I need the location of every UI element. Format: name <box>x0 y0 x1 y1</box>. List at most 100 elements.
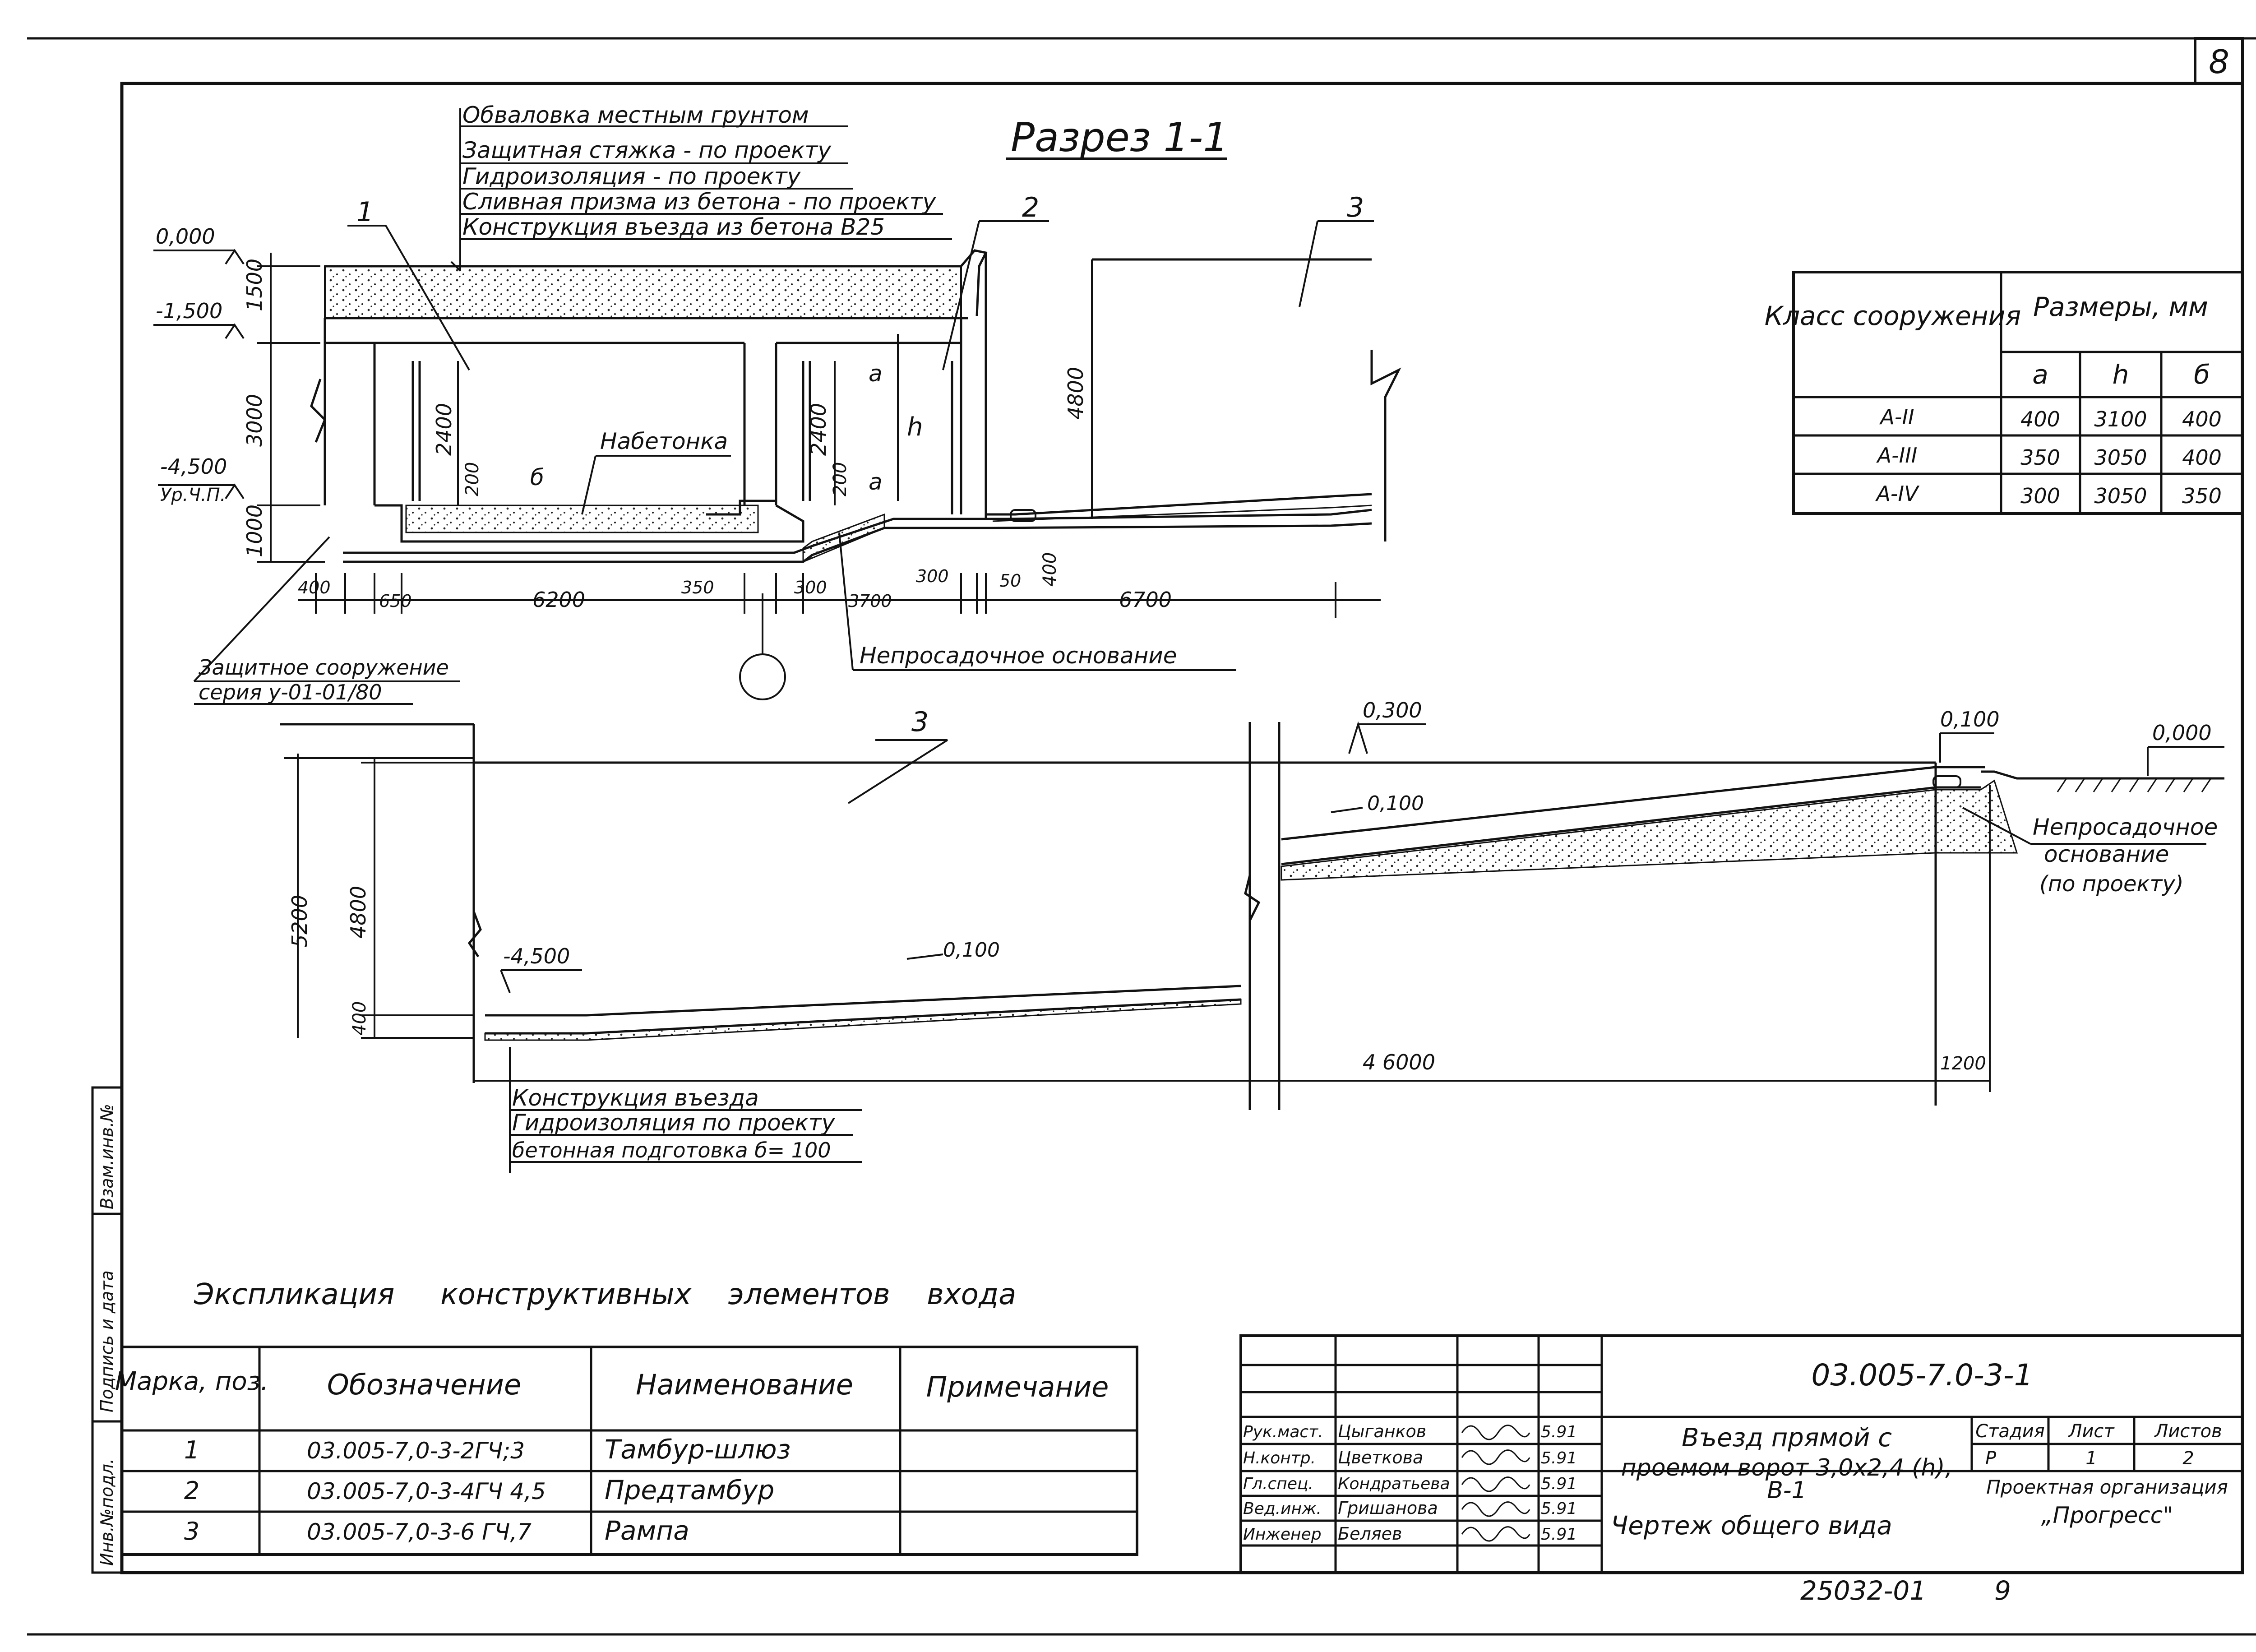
pos-2: 2 <box>1022 192 1039 223</box>
signer1-date: 5.91 <box>1541 1423 1577 1441</box>
expl-row2-code: 03.005-7,0-3-4ГЧ 4,5 <box>307 1478 546 1504</box>
ramp-section <box>280 722 2224 1110</box>
signer3-role: Гл.спец. <box>1243 1475 1313 1493</box>
callout-bottom-3: бетонная подготовка б= 100 <box>512 1138 831 1162</box>
sheets-value: 2 <box>2182 1448 2194 1469</box>
callout-top-5: Конструкция въезда из бетона В25 <box>462 214 885 240</box>
elev-ramp-minus450: -4,500 <box>503 944 570 968</box>
dim-1500: 1500 <box>242 259 267 311</box>
page-number-box <box>2194 37 2244 85</box>
expl-row3-name: Рампа <box>605 1515 689 1546</box>
table-sub-b: б <box>2194 359 2210 390</box>
signer5-name: Беляев <box>1338 1524 1402 1544</box>
callout-leaders <box>193 108 1374 705</box>
label-a1: а <box>869 361 883 387</box>
sheet-value: 1 <box>2085 1448 2097 1469</box>
signer1-name: Цыганков <box>1338 1421 1426 1441</box>
label-base-2c: (по проекту) <box>2039 871 2184 897</box>
explication-table-grid <box>120 1346 1138 1556</box>
stamp-page: 9 <box>1994 1575 2011 1606</box>
table-row3-b: 350 <box>2182 484 2222 508</box>
dim-650: 650 <box>379 591 412 611</box>
table-row2-a: 350 <box>2020 445 2060 470</box>
level-ref: Ур.Ч.П. <box>160 485 226 505</box>
dim-4800a: 4800 <box>1063 367 1088 420</box>
callout-top-2: Защитная стяжка - по проекту <box>462 137 832 163</box>
doc-code: 03.005-7.0-3-1 <box>1811 1358 2033 1393</box>
expl-row1-code: 03.005-7,0-3-2ГЧ;3 <box>307 1438 525 1464</box>
table-row2-class: А-III <box>1876 443 1918 467</box>
explication-title: Экспликация конструктивных элементов вхо… <box>194 1278 1016 1311</box>
dim-400c: 400 <box>349 1001 370 1036</box>
pos-1: 1 <box>356 196 374 228</box>
dim-300b: 300 <box>916 566 949 586</box>
elev-ramp-0: 0,000 <box>2152 721 2212 745</box>
ramp-dimensions <box>284 721 2224 1173</box>
section-title: Разрез 1-1 <box>1011 114 1228 161</box>
dim-2400b: 2400 <box>806 403 831 456</box>
signer2-role: Н.контр. <box>1243 1449 1316 1467</box>
signer1-role: Рук.маст. <box>1243 1423 1323 1441</box>
table-row1-b: 400 <box>2182 407 2222 431</box>
signer5-role: Инженер <box>1243 1525 1322 1544</box>
title-block-grid <box>1239 1334 2244 1574</box>
dimension-lines-top <box>153 249 1381 618</box>
table-sub-h: h <box>2113 359 2129 390</box>
expl-row3-mark: 3 <box>184 1517 199 1546</box>
table-sub-a: а <box>2032 359 2048 390</box>
callout-top-1: Обваловка местным грунтом <box>462 102 809 128</box>
table-row1-a: 400 <box>2020 407 2060 431</box>
table-row3-class: А-IV <box>1875 481 1920 506</box>
drawing-frame <box>120 82 2244 1574</box>
dim-1200: 1200 <box>1940 1053 1986 1074</box>
label-nabetonka: Набетонка <box>600 428 728 454</box>
size-table-grid <box>1792 271 2244 515</box>
dim-4800b: 4800 <box>346 886 370 939</box>
dim-200b: 200 <box>830 462 851 496</box>
signer2-date: 5.91 <box>1541 1449 1577 1467</box>
signer3-name: Кондратьева <box>1338 1475 1450 1493</box>
dim-3700: 3700 <box>848 591 892 611</box>
stage-header: Стадия <box>1975 1421 2044 1442</box>
table-col-sizes: Размеры, мм <box>2033 292 2208 322</box>
dim-50: 50 <box>999 571 1021 591</box>
elev-2: -4,500 <box>160 454 227 479</box>
elev-0: 0,000 <box>156 224 215 249</box>
signer2-name: Цветкова <box>1338 1448 1423 1467</box>
expl-hdr-mark: Марка, поз. <box>115 1367 268 1396</box>
dim-1000: 1000 <box>242 504 267 557</box>
dim-46000: 4 6000 <box>1363 1050 1435 1074</box>
expl-hdr-code: Обозначение <box>327 1368 521 1401</box>
dim-200a: 200 <box>462 462 483 496</box>
expl-row2-name: Предтамбур <box>605 1475 774 1505</box>
signer4-role: Вед.инж. <box>1243 1499 1322 1518</box>
label-h: h <box>907 412 923 442</box>
elev-ramp-300: 0,300 <box>1363 698 1422 722</box>
dim-400b: 400 <box>1040 552 1060 587</box>
signer4-date: 5.91 <box>1541 1499 1577 1518</box>
table-col-class-text: Класс сооружения <box>1765 301 2021 331</box>
table-row2-b: 400 <box>2182 445 2222 470</box>
doc-desc-4: Чертеж общего вида <box>1611 1511 1892 1541</box>
pos-3a: 3 <box>1347 192 1364 223</box>
dim-5200: 5200 <box>287 895 312 948</box>
slope-lower: 0,100 <box>943 939 1000 962</box>
org-line-2: „Прогресс" <box>2041 1502 2173 1528</box>
table-row1-class: А-II <box>1879 405 1914 429</box>
dim-300a: 300 <box>794 578 827 597</box>
table-row3-h: 3050 <box>2094 484 2147 508</box>
callout-top-3: Гидроизоляция - по проекту <box>462 163 801 190</box>
dim-350: 350 <box>681 578 714 597</box>
dim-3000: 3000 <box>242 394 267 447</box>
side-strip-inv: Инв.№подл. <box>97 1458 117 1566</box>
label-protective-2: серия у-01-01/80 <box>199 680 382 704</box>
side-strip <box>91 1086 123 1574</box>
expl-row2-mark: 2 <box>184 1476 199 1505</box>
table-row1-h: 3100 <box>2094 407 2147 431</box>
dim-2400a: 2400 <box>432 403 456 456</box>
dim-400a: 400 <box>298 578 331 597</box>
callout-bottom-1: Конструкция въезда <box>512 1085 759 1111</box>
callout-bottom-2: Гидроизоляция по проекту <box>512 1110 836 1136</box>
stamp-number: 25032-01 <box>1800 1575 1926 1606</box>
signatures <box>1461 1425 1530 1542</box>
